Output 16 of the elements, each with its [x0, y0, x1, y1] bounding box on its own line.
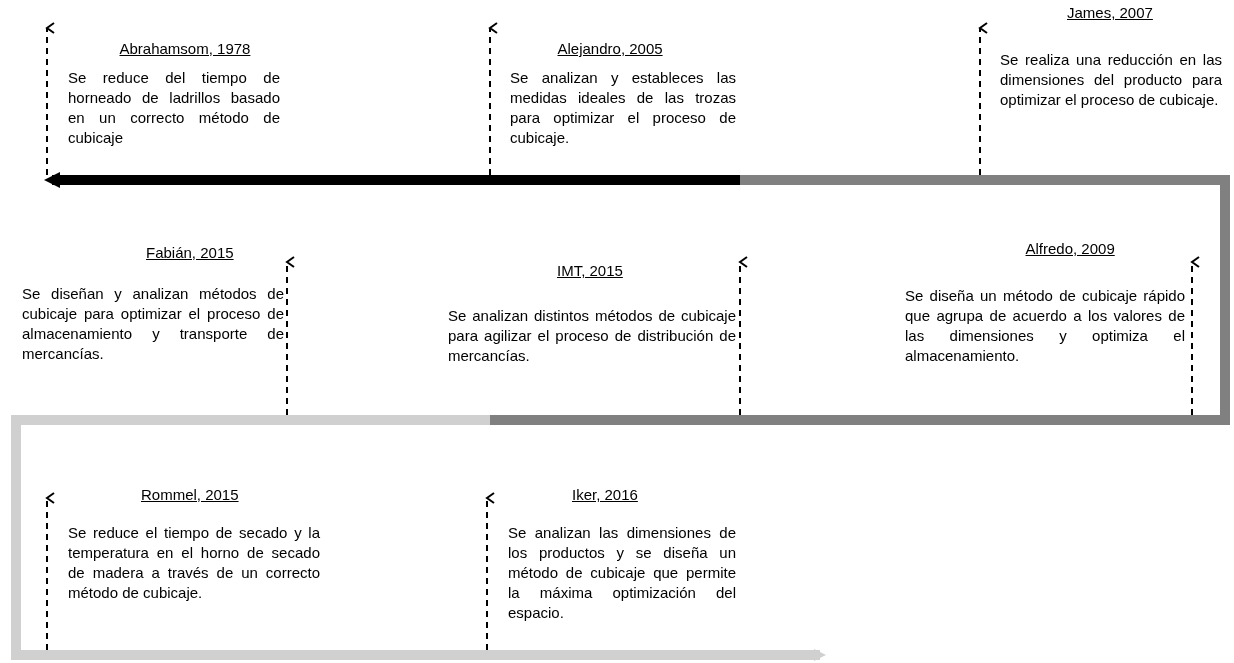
author-year-heading: James, 2007 — [1067, 4, 1153, 21]
author-year-heading: Rommel, 2015 — [141, 486, 239, 503]
author-year-heading: Abrahamsom, 1978 — [119, 40, 251, 57]
description-text: Se diseña un método de cubicaje rápido que agrupa de acuerdo a los valores de las dimensiones y optimiza el almacenamiento. — [905, 286, 1185, 366]
description-text: Se reduce del tiempo de horneado de ladrillos basado en un correcto método de cubicaje — [68, 68, 280, 148]
author-year-heading: Alejandro, 2005 — [557, 40, 663, 57]
description-text: Se analizan distintos métodos de cubicaje para agilizar el proceso de distribución de mercancías. — [448, 306, 736, 366]
description-text: Se diseñan y analizan métodos de cubicaje para optimizar el proceso de almacenamiento y transporte de mercancías. — [22, 284, 284, 364]
description-text: Se reduce el tiempo de secado y la temperatura en el horno de secado de madera a través de un correcto método de cubicaje. — [68, 523, 320, 603]
author-year-heading: Fabián, 2015 — [146, 244, 234, 261]
description-text: Se realiza una reducción en las dimensiones del producto para optimizar el proceso de cubicaje. — [1000, 50, 1222, 110]
author-year-heading: Iker, 2016 — [572, 486, 638, 503]
description-text: Se analizan las dimensiones de los productos y se diseña un método de cubicaje que permite la máxima optimización del espacio. — [508, 523, 736, 623]
description-text: Se analizan y estableces las medidas ideales de las trozas para optimizar el proceso de cubicaje. — [510, 68, 736, 148]
author-year-heading: IMT, 2015 — [557, 262, 623, 279]
author-year-heading: Alfredo, 2009 — [1025, 240, 1115, 257]
